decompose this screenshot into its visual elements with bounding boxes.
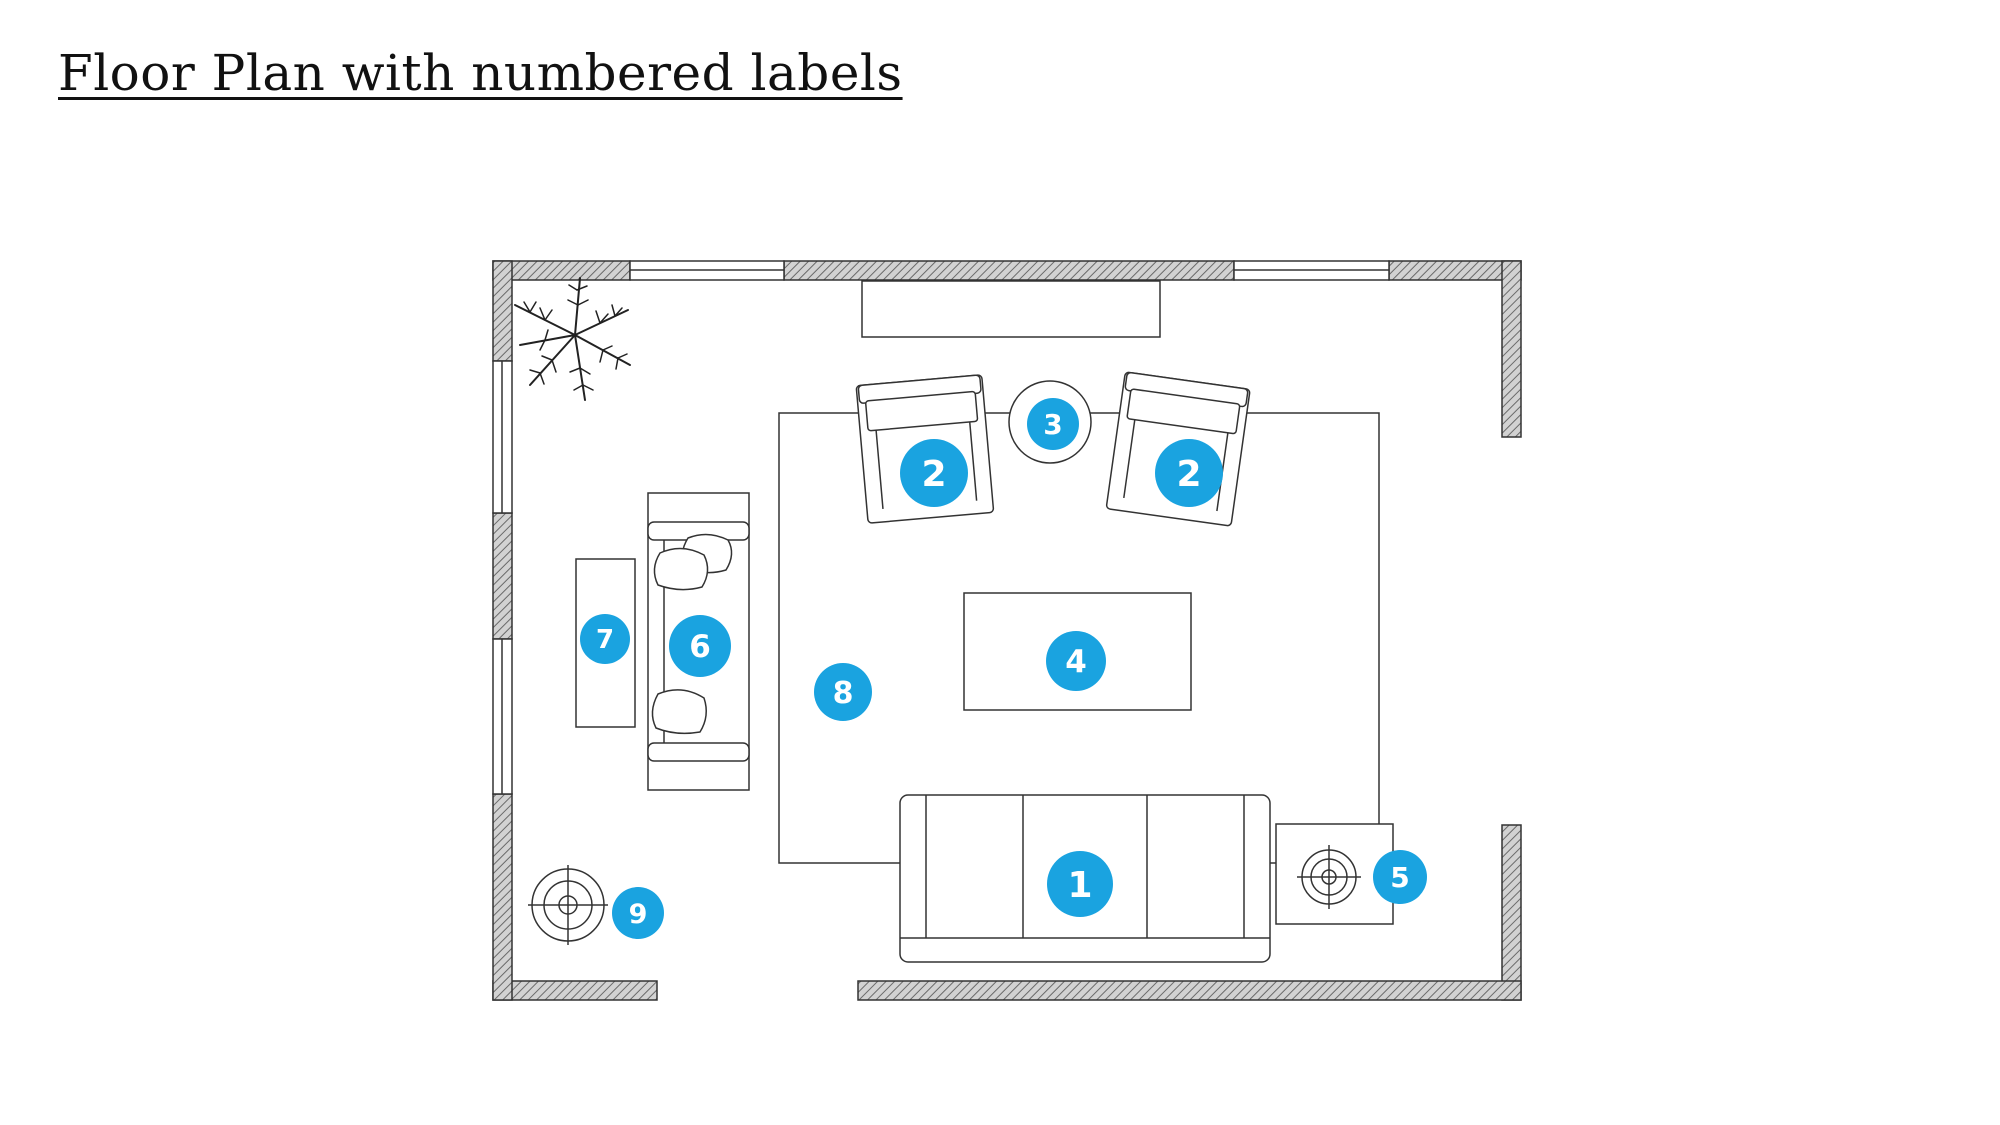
label-badge-3-text: 3 [1043, 408, 1062, 441]
pillow-bottom [651, 689, 707, 735]
windows [492, 260, 1390, 795]
label-badge-6[interactable]: 6 [669, 615, 731, 677]
walls [492, 260, 1522, 1001]
label-badge-2-left-text: 2 [921, 454, 946, 495]
label-badge-2-right[interactable]: 2 [1155, 439, 1223, 507]
label-badge-4[interactable]: 4 [1046, 631, 1106, 691]
floor-lamp-icon [528, 865, 608, 945]
label-badge-8[interactable]: 8 [814, 663, 872, 721]
label-badge-5-text: 5 [1390, 861, 1409, 894]
label-badge-7[interactable]: 7 [580, 614, 630, 664]
table-lamp-icon [1297, 845, 1361, 909]
pillow-top [653, 533, 733, 591]
media-console [861, 280, 1161, 338]
wall-right-lower [1501, 824, 1522, 1001]
label-badge-4-text: 4 [1065, 644, 1087, 680]
wall-left-top [492, 260, 513, 362]
window-left-upper [492, 360, 513, 514]
label-badge-1-text: 1 [1067, 865, 1092, 906]
label-badge-2-right-text: 2 [1176, 454, 1201, 495]
label-badge-8-text: 8 [833, 676, 854, 711]
wall-left-bottom [492, 793, 513, 1001]
wall-top-left [492, 260, 631, 281]
window-left-lower [492, 638, 513, 795]
wall-left-middle [492, 512, 513, 640]
label-badge-6-text: 6 [689, 629, 711, 665]
plant-icon [514, 277, 631, 401]
wall-bottom-right [857, 980, 1522, 1001]
label-badge-9-text: 9 [629, 899, 648, 930]
wall-bottom-left [492, 980, 658, 1001]
page-title: Floor Plan with numbered labels [58, 44, 903, 102]
window-top-right [1233, 260, 1390, 281]
window-top-left [629, 260, 785, 281]
wall-top-middle [783, 260, 1235, 281]
wall-right-upper [1501, 260, 1522, 438]
end-table [1275, 823, 1394, 925]
label-badge-2-left[interactable]: 2 [900, 439, 968, 507]
label-badges: 1 2 2 3 4 5 6 7 [580, 398, 1427, 939]
label-badge-1[interactable]: 1 [1047, 851, 1113, 917]
label-badge-5[interactable]: 5 [1373, 850, 1427, 904]
label-badge-3[interactable]: 3 [1027, 398, 1079, 450]
label-badge-7-text: 7 [596, 625, 614, 655]
wall-top-right [1388, 260, 1522, 281]
label-badge-9[interactable]: 9 [612, 887, 664, 939]
